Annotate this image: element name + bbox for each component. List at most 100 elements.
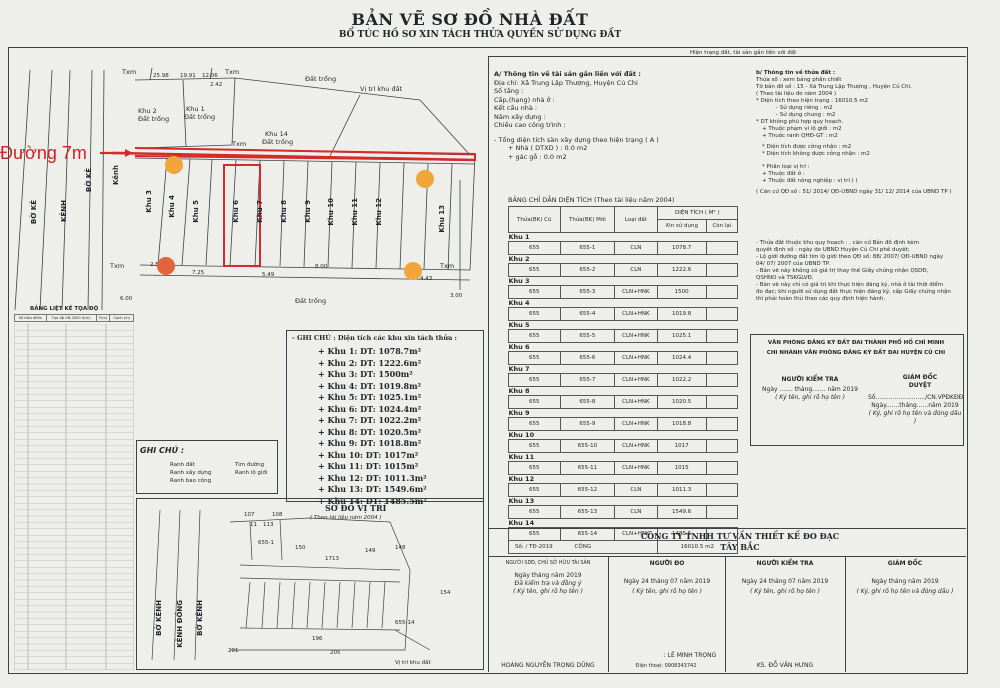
area-cell-new: 655-1 xyxy=(559,241,616,255)
canal-label-left: BỜ KÊ xyxy=(30,200,38,225)
area-notes-box xyxy=(286,330,484,502)
note-item: + Khu 12: DT: 1011.3m² xyxy=(318,472,427,483)
note-item: + Khu 9: DT: 1018.8m² xyxy=(318,438,422,448)
vertical-divider xyxy=(488,56,489,672)
area-cell-type: CLN+HNK xyxy=(614,307,658,321)
asset-stair-row: + gác gỗ : 0.0 m2 xyxy=(494,153,744,162)
area-cell-area: 1025.1 xyxy=(656,329,707,343)
area-cell-new: 655-9 xyxy=(559,417,616,431)
surveyor-sign: ( Ký tên, ghi rõ họ tên ) xyxy=(632,588,702,595)
area-cell-remain xyxy=(705,483,739,497)
plot-khu-9-label: Khu 9 xyxy=(304,200,312,223)
marker-dot xyxy=(404,262,422,280)
area-cell-new: 655-6 xyxy=(559,351,616,365)
area-table-khu-row: Khu 2 xyxy=(509,255,738,264)
land-info-line: * Diện tích không được công nhận : m2 xyxy=(762,151,870,157)
top-empty-land: Đất trống xyxy=(305,75,337,83)
plot-khu-2-label: Khu 2 xyxy=(138,107,157,115)
area-cell-type: CLN+HNK xyxy=(614,439,658,453)
area-cell-remain xyxy=(705,351,739,365)
area-header-old: Thửa(BK) Cũ xyxy=(508,206,561,233)
asset-house-row: + Nhà ( DTXD ) : 0.0 m2 xyxy=(494,144,744,153)
dim-8: 4.43 xyxy=(420,276,433,282)
land-info-line: Thửa số : xem bảng phân chiết xyxy=(756,77,842,83)
area-cell-new: 655-7 xyxy=(559,373,616,387)
dim-2: 19.91 xyxy=(180,73,196,79)
surveyor-title: NGƯỜI ĐO xyxy=(649,560,685,567)
area-khu-label: Khu 8 xyxy=(508,387,530,395)
legend-item-roadlimit: Ranh lộ giới xyxy=(235,470,268,476)
area-table-khu-row: Khu 1 xyxy=(509,233,738,242)
area-table-khu-row: Khu 10 xyxy=(509,431,738,440)
land-note: - Bản vẽ này chỉ có giá trị khi thực hiệ… xyxy=(756,282,943,288)
land-info-line: + Thuộc phạm vi lộ giới : m2 xyxy=(762,126,842,132)
dim-7: 5.49 xyxy=(262,272,275,278)
office-reg-date: Ngày.......tháng......năm 2019 xyxy=(871,402,959,409)
office-checker-sign: ( Ký tên, ghi rõ họ tên ) xyxy=(775,394,845,401)
loc-label: 107 xyxy=(244,512,255,518)
area-cell-area: 1549.6 xyxy=(656,505,707,519)
area-header-type: Loại đất xyxy=(614,206,658,233)
area-cell-area: 1500 xyxy=(656,285,707,299)
area-cell-area: 1015 xyxy=(656,461,707,475)
location-canal-2: KÊNH ĐỒNG xyxy=(176,600,184,648)
land-note: quyết định số : ngày do UBND Huyện Củ Ch… xyxy=(756,247,910,253)
note-item: + Khu 10: DT: 1017m² xyxy=(318,449,419,460)
company-name-1: CÔNG TY TNHH TƯ VẤN THIẾT KẾ ĐO ĐẠC xyxy=(640,531,840,541)
land-info-line: * DT không phù hợp quy hoạch. xyxy=(756,119,844,125)
area-cell-remain xyxy=(705,241,739,255)
area-khu-label: Khu 4 xyxy=(508,299,530,307)
area-table-title: BẢNG CHỈ DẪN DIỆN TÍCH (Theo tài liệu nă… xyxy=(508,196,675,204)
area-header-remain: Còn lại xyxy=(705,219,739,233)
owner-date: Ngày tháng năm 2019 xyxy=(514,572,582,579)
ke-label: Kênh xyxy=(112,165,120,186)
txm-mid: Txm xyxy=(232,140,247,148)
owner-agree: Đã kiểm tra và đồng ý xyxy=(514,580,582,587)
asset-structure: Kết cấu nhà : xyxy=(494,104,538,112)
sig-col-divider xyxy=(845,556,846,672)
location-canal-3: BỜ KÊNH xyxy=(196,600,204,636)
owner-phone: Điện thoại: 0908343742 xyxy=(635,663,697,669)
land-note: 04/ 07/ 2007 của UBND TP. xyxy=(756,261,831,267)
area-cell-area: 1078.7 xyxy=(656,241,707,255)
area-cell-old: 655 xyxy=(508,461,561,475)
area-cell-new: 655-3 xyxy=(559,285,616,299)
area-table-khu-row: Khu 9 xyxy=(509,409,738,418)
dim-5: 2.54 xyxy=(150,262,162,269)
canal-label-mid: KÊNH xyxy=(60,200,68,222)
owner-sign: ( Ký tên, ghi rõ họ tên ) xyxy=(513,588,583,595)
location-map-source: ( Theo tài liệu năm 2004 ) xyxy=(310,515,382,521)
area-cell-remain xyxy=(705,395,739,409)
dim-10: 3.00 xyxy=(450,293,463,299)
area-cell-new: 655-4 xyxy=(559,307,616,321)
land-note: - Bản vẽ này không có giá trị thay thế G… xyxy=(756,268,929,274)
area-cell-new: 655-12 xyxy=(559,483,616,497)
area-cell-old: 655 xyxy=(508,505,561,519)
coord-table: Số hiệu điểm Tọa độ VN-2000 X(m) Y(m) Cạ… xyxy=(14,313,134,323)
txm-top-left: Txm xyxy=(122,68,137,76)
area-cell-type: CLN xyxy=(614,241,658,255)
area-table-khu-row: Khu 14 xyxy=(509,519,738,528)
location-map-title: SƠ ĐỒ VỊ TRÍ xyxy=(325,503,387,513)
director-title: GIÁM ĐỐC xyxy=(887,560,923,567)
area-cell-type: CLN+HNK xyxy=(614,373,658,387)
land-info-line: * Diện tích được công nhận : m2 xyxy=(762,144,852,150)
office-reg-no: Số........................../CN.VPĐKĐĐ xyxy=(868,394,964,401)
plot-khu-4-label: Khu 4 xyxy=(168,195,176,218)
loc-label: 655-1 xyxy=(258,540,274,546)
area-cell-new: 655-2 xyxy=(559,263,616,277)
area-cell-new: 655-11 xyxy=(559,461,616,475)
area-khu-label: Khu 10 xyxy=(508,431,535,439)
area-khu-label: Khu 3 xyxy=(508,277,530,285)
loc-label: 205 xyxy=(330,650,341,656)
loc-label: 655-14 xyxy=(395,620,415,626)
document-title: BẢN VẼ SƠ ĐỒ NHÀ ĐẤT xyxy=(351,10,589,29)
area-cell-old: 655 xyxy=(508,439,561,453)
area-khu-label: Khu 13 xyxy=(508,497,535,505)
land-note: đo đạc; khi người sử dụng đất thực hiện … xyxy=(756,289,951,295)
area-table-khu-row: Khu 7 xyxy=(509,365,738,374)
note-item: + Khu 7: DT: 1022.2m² xyxy=(318,415,422,425)
